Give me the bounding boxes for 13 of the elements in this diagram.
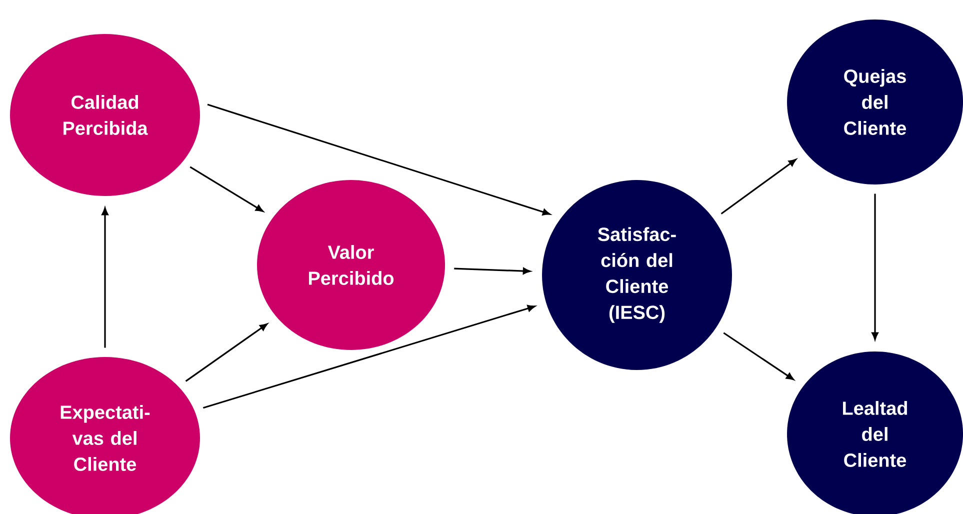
arrow (454, 268, 531, 274)
ellipse-node: Satisfac- ción del Cliente (IESC) (542, 180, 732, 370)
arrow (185, 323, 268, 382)
arrow (720, 158, 796, 214)
arrow (202, 304, 536, 409)
ellipse-node: Calidad Percibida (10, 34, 200, 196)
arrow (723, 332, 794, 380)
ellipse-node: Valor Percibido (257, 180, 445, 350)
ellipse-node: Quejas del Cliente (787, 20, 963, 184)
arrow (190, 166, 264, 212)
arrow (207, 104, 550, 216)
arrow (872, 194, 878, 340)
arrow (102, 208, 108, 348)
